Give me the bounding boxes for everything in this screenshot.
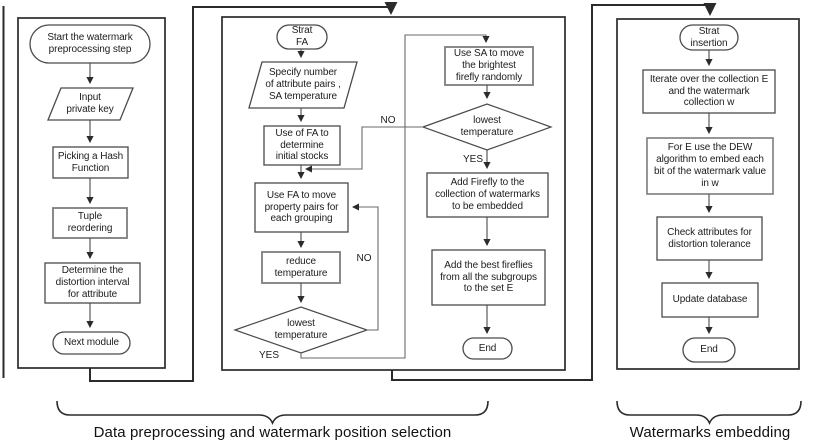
preprocessing-panel-border <box>17 17 166 369</box>
start-terminator-label: Start the watermark preprocessing step <box>47 32 133 55</box>
hash-process-shape <box>52 146 129 179</box>
input-key-label: Input private key <box>66 92 114 115</box>
sa-yes-edge-label: YES <box>462 154 483 165</box>
position-selection-panel-border <box>221 16 566 371</box>
preprocessing-section-label: Data preprocessing and watermark positio… <box>93 423 452 441</box>
sa-lowest-decision-label: lowest temperature <box>460 115 514 138</box>
fa-no-loop-line <box>351 203 379 331</box>
embedding-panel-border <box>616 18 800 370</box>
iterate-process-shape <box>642 69 776 114</box>
preprocessing-section-brace <box>56 400 489 425</box>
embedding-end-label: End <box>700 344 718 356</box>
add-firefly-label: Add Firefly to the collection of waterma… <box>435 177 540 212</box>
connector-selection-to-embedding <box>391 2 717 381</box>
check-label: Check attributes for distortion toleranc… <box>667 226 752 250</box>
embedding-section-label: Watermarks embedding <box>629 423 791 441</box>
dew-process-shape <box>646 137 774 195</box>
iterate-label: Iterate over the collection E and the wa… <box>649 73 769 109</box>
next-module-terminator-shape <box>52 331 131 355</box>
fa-lowest-decision-label: lowest temperature <box>274 318 328 341</box>
distortion-process-label: Determine the distortion interval for at… <box>55 265 130 300</box>
fa-end-label: End <box>478 342 497 354</box>
update-label: Update database <box>672 294 748 306</box>
embedding-section-brace <box>616 400 802 425</box>
use-sa-process-shape <box>444 46 534 86</box>
sa-no-path-line <box>304 126 423 173</box>
fa-no-edge-label: NO <box>356 252 372 264</box>
start-fa-label: Strat FA <box>291 25 313 48</box>
move-pairs-label: Use FA to move property pairs for each g… <box>264 189 339 225</box>
sa-lowest-decision-shape <box>421 103 553 151</box>
start-fa-terminator-shape <box>276 24 328 50</box>
use-sa-label: Use SA to move the brightest firefly ran… <box>453 48 525 83</box>
sa-no-edge-label: NO <box>380 114 396 126</box>
input-key-parallelogram-shape <box>47 87 134 121</box>
fa-end-terminator-shape <box>462 337 513 360</box>
specify-parallelogram-shape <box>248 61 358 109</box>
fa-yes-edge-label: YES <box>258 349 279 361</box>
connector-preprocessing-to-selection <box>89 1 398 382</box>
move-pairs-process-shape <box>254 182 349 233</box>
dew-label: For E use the DEW algorithm to embed eac… <box>654 142 766 189</box>
embedding-end-terminator-shape <box>682 337 736 363</box>
distortion-process-shape <box>44 262 141 304</box>
specify-label: Specify number of attribute pairs , SA t… <box>265 67 341 102</box>
init-stocks-process-shape <box>263 125 341 166</box>
start-insertion-label: Strat insertion <box>690 25 728 49</box>
reduce-temp-label: reduce temperature <box>274 255 328 279</box>
add-firefly-process-shape <box>426 172 549 218</box>
tuple-process-label: Tuple reordering <box>67 211 113 234</box>
next-module-label: Next module <box>63 337 120 349</box>
fa-yes-path-line <box>300 34 490 359</box>
add-best-process-shape <box>431 249 546 306</box>
update-process-shape <box>661 282 759 318</box>
hash-process-label: Picking a Hash Function <box>57 150 124 174</box>
add-best-label: Add the best fireflies from all the subg… <box>440 259 537 295</box>
init-stocks-label: Use of FA to determine initial stocks <box>275 127 329 163</box>
